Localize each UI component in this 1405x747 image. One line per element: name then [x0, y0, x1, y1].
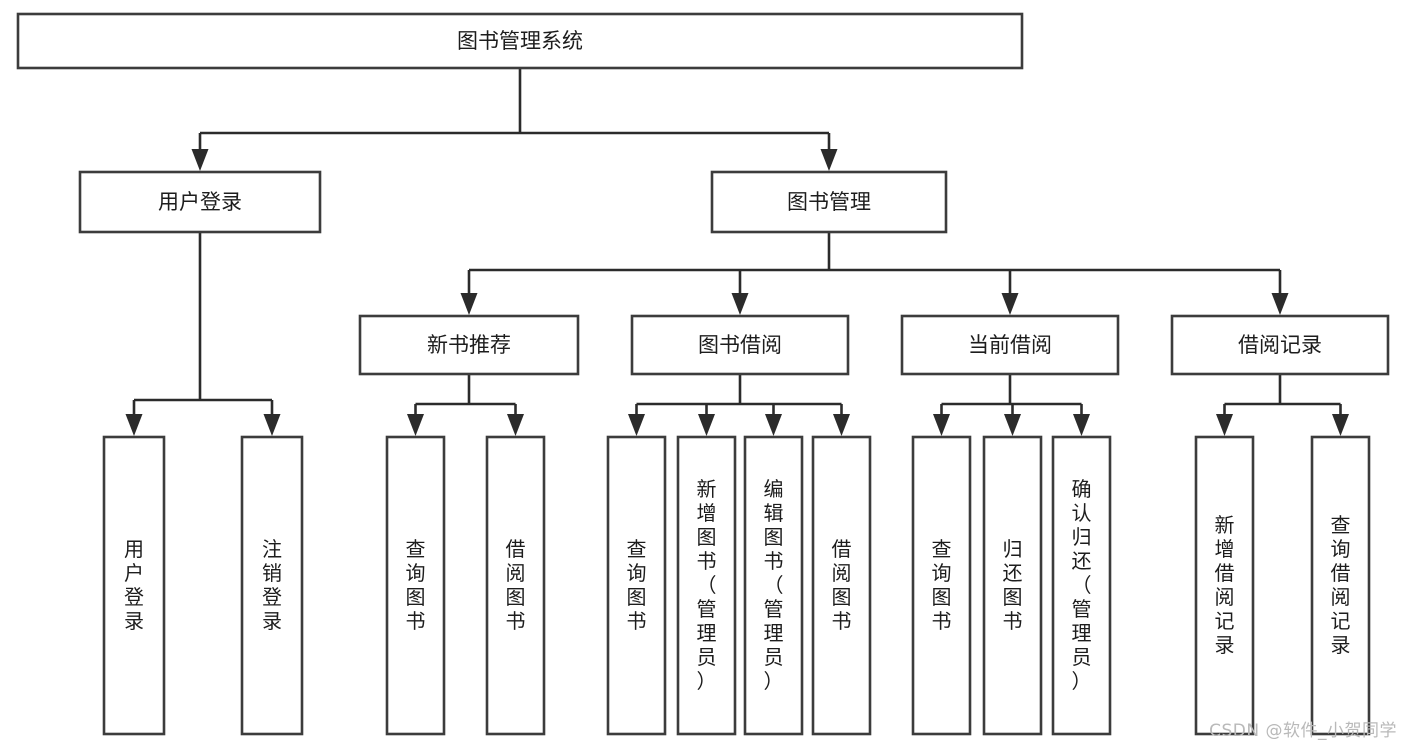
arrow-head-icon — [460, 293, 478, 315]
node-new-book-recommend[interactable]: 新书推荐 — [358, 314, 580, 376]
node-box[interactable] — [385, 435, 446, 736]
connector-group — [460, 232, 1289, 315]
arrow-head-icon — [820, 149, 838, 171]
node-label: 图书管理 — [787, 190, 871, 214]
node-box[interactable] — [1051, 435, 1112, 736]
node-box[interactable] — [102, 435, 166, 736]
arrow-head-icon — [507, 414, 524, 436]
node-root[interactable]: 图书管理系统 — [16, 12, 1024, 70]
node-leaf-confirm-return[interactable]: 确认归还（管理员） — [1051, 435, 1112, 736]
node-box[interactable] — [1194, 435, 1255, 736]
node-label: 新增借阅记录 — [1215, 513, 1235, 657]
node-box[interactable] — [485, 435, 546, 736]
arrow-head-icon — [1004, 414, 1021, 436]
node-box[interactable] — [16, 12, 1024, 70]
node-leaf-add-book[interactable]: 新增图书（管理员） — [676, 435, 737, 736]
node-label: 确认归还（管理员） — [1072, 477, 1092, 693]
node-borrow-records[interactable]: 借阅记录 — [1170, 314, 1390, 376]
connectors-layer — [125, 68, 1349, 436]
arrow-head-icon — [1073, 414, 1090, 436]
node-leaf-add-record[interactable]: 新增借阅记录 — [1194, 435, 1255, 736]
arrow-head-icon — [125, 414, 143, 436]
arrow-head-icon — [263, 414, 281, 436]
node-leaf-borrow-book-2[interactable]: 借阅图书 — [811, 435, 872, 736]
arrow-head-icon — [628, 414, 645, 436]
node-label: 图书管理系统 — [457, 29, 583, 53]
node-box[interactable] — [911, 435, 972, 736]
node-label: 图书借阅 — [698, 333, 782, 357]
node-label: 新增图书（管理员） — [697, 477, 717, 693]
arrow-head-icon — [1332, 414, 1349, 436]
node-label: 编辑图书（管理员） — [764, 477, 784, 693]
connector-group — [407, 374, 524, 436]
node-label: 新书推荐 — [427, 333, 511, 357]
node-label: 查询图书 — [932, 537, 952, 633]
arrow-head-icon — [833, 414, 850, 436]
arrow-head-icon — [407, 414, 424, 436]
node-label: 查询借阅记录 — [1331, 513, 1351, 657]
node-box[interactable] — [606, 435, 667, 736]
node-label: 归还图书 — [1003, 537, 1023, 633]
node-leaf-query-book-3[interactable]: 查询图书 — [911, 435, 972, 736]
watermark-label: CSDN @软件_小贺同学 — [1209, 721, 1397, 741]
node-book-borrow[interactable]: 图书借阅 — [630, 314, 850, 376]
node-user-login[interactable]: 用户登录 — [78, 170, 322, 234]
node-label: 借阅记录 — [1238, 333, 1322, 357]
connector-group — [628, 374, 850, 436]
node-box[interactable] — [630, 314, 850, 376]
node-box[interactable] — [78, 170, 322, 234]
arrow-head-icon — [765, 414, 782, 436]
node-label: 查询图书 — [406, 537, 426, 633]
node-leaf-query-record[interactable]: 查询借阅记录 — [1310, 435, 1371, 736]
node-label: 查询图书 — [627, 537, 647, 633]
arrow-head-icon — [191, 149, 209, 171]
node-label: 注销登录 — [262, 537, 282, 633]
node-label: 借阅图书 — [506, 537, 526, 633]
arrow-head-icon — [698, 414, 715, 436]
node-box[interactable] — [240, 435, 304, 736]
node-leaf-borrow-book-1[interactable]: 借阅图书 — [485, 435, 546, 736]
connector-group — [191, 68, 838, 171]
node-leaf-edit-book[interactable]: 编辑图书（管理员） — [743, 435, 804, 736]
node-leaf-logout[interactable]: 注销登录 — [240, 435, 304, 736]
arrow-head-icon — [1271, 293, 1289, 315]
node-leaf-user-login[interactable]: 用户登录 — [102, 435, 166, 736]
connector-group — [933, 374, 1090, 436]
node-box[interactable] — [1170, 314, 1390, 376]
arrow-head-icon — [731, 293, 749, 315]
node-leaf-query-book-2[interactable]: 查询图书 — [606, 435, 667, 736]
arrow-head-icon — [1001, 293, 1019, 315]
node-box[interactable] — [900, 314, 1120, 376]
node-box[interactable] — [1310, 435, 1371, 736]
node-box[interactable] — [982, 435, 1043, 736]
node-box[interactable] — [811, 435, 872, 736]
node-current-borrow[interactable]: 当前借阅 — [900, 314, 1120, 376]
node-book-management[interactable]: 图书管理 — [710, 170, 948, 234]
node-label: 当前借阅 — [968, 333, 1052, 357]
node-label: 借阅图书 — [832, 537, 852, 633]
arrow-head-icon — [1216, 414, 1233, 436]
node-leaf-return-book[interactable]: 归还图书 — [982, 435, 1043, 736]
node-label: 用户登录 — [124, 537, 144, 633]
node-box[interactable] — [710, 170, 948, 234]
arrow-head-icon — [933, 414, 950, 436]
node-box[interactable] — [743, 435, 804, 736]
connector-group — [125, 232, 281, 436]
node-label: 用户登录 — [158, 190, 242, 214]
connector-group — [1216, 374, 1349, 436]
node-leaf-query-book-1[interactable]: 查询图书 — [385, 435, 446, 736]
node-box[interactable] — [358, 314, 580, 376]
nodes-layer: 图书管理系统用户登录图书管理新书推荐图书借阅当前借阅借阅记录用户登录注销登录查询… — [16, 12, 1390, 736]
node-box[interactable] — [676, 435, 737, 736]
